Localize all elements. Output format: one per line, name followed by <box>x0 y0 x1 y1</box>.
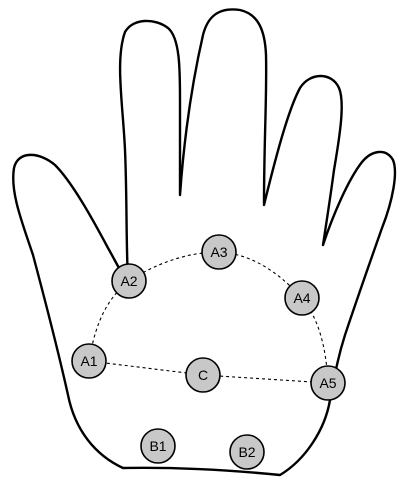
electrode-b2: B2 <box>230 435 264 469</box>
electrode-a1-label: A1 <box>80 353 97 369</box>
electrode-b2-label: B2 <box>238 444 255 460</box>
electrode-a5-label: A5 <box>319 375 336 391</box>
electrode-a3: A3 <box>202 235 236 269</box>
electrode-a2-label: A2 <box>120 273 137 289</box>
electrode-b1-label: B1 <box>149 438 166 454</box>
electrode-c-label: C <box>198 367 208 383</box>
electrode-a1: A1 <box>72 344 106 378</box>
electrode-a4: A4 <box>285 281 319 315</box>
electrode-a4-label: A4 <box>293 290 310 306</box>
electrode-a2: A2 <box>112 264 146 298</box>
electrode-b1: B1 <box>141 429 175 463</box>
electrode-a5: A5 <box>311 366 345 400</box>
hand-outline <box>13 9 395 475</box>
electrode-a3-label: A3 <box>210 244 227 260</box>
electrode-c: C <box>186 358 220 392</box>
